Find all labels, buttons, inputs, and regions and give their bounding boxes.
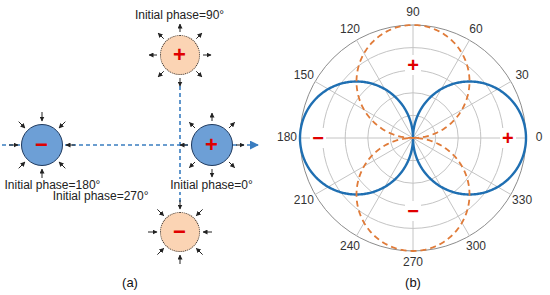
polar-plot	[300, 25, 526, 251]
angle-label: 120	[340, 23, 360, 36]
radiation-arrow	[212, 169, 213, 177]
radiation-arrow	[157, 209, 163, 215]
polarity-sign: −	[173, 221, 186, 243]
radiation-arrow	[180, 145, 188, 146]
radiation-arrow	[196, 33, 202, 39]
panel-label: (b)	[405, 276, 421, 290]
radiation-arrow	[59, 162, 65, 168]
radiation-arrow	[180, 200, 181, 209]
radiation-arrow	[9, 145, 18, 146]
phase-label: Initial phase=0°	[169, 179, 254, 193]
angle-label: 330	[512, 194, 532, 207]
angle-label: 270	[403, 256, 423, 269]
polarity-sign: −	[405, 201, 421, 221]
phase-label: Initial phase=90°	[134, 9, 225, 23]
radiation-arrow	[158, 71, 164, 77]
radiation-arrow	[42, 112, 43, 121]
radiation-arrow	[189, 162, 195, 168]
radiation-arrow	[203, 232, 212, 233]
source-circle: Initial phase=270°−	[160, 212, 200, 252]
radiation-arrows	[9, 24, 244, 264]
angle-label: 210	[294, 194, 314, 207]
angle-label: 300	[466, 240, 486, 253]
radiation-arrow	[229, 162, 235, 168]
radiation-arrow	[180, 255, 181, 264]
phase-label: Initial phase=270°	[52, 190, 150, 204]
radiation-arrow	[157, 248, 163, 254]
source-circle: Initial phase=90°+	[160, 35, 200, 75]
polarity-sign: −	[310, 128, 326, 148]
radiation-arrow	[203, 55, 211, 56]
radiation-arrow	[59, 122, 65, 128]
radiation-arrow	[158, 33, 164, 39]
polarity-sign: +	[173, 44, 186, 66]
angle-label: 150	[294, 69, 314, 82]
panel-label: (a)	[122, 276, 138, 290]
radiation-arrow	[19, 162, 25, 168]
polar-ring	[300, 25, 526, 251]
polarity-sign: +	[500, 128, 516, 148]
polarity-sign: +	[405, 55, 421, 75]
radiation-arrow	[196, 248, 202, 254]
radiation-arrow	[42, 169, 43, 178]
radiation-arrow	[196, 209, 202, 215]
polarity-sign: +	[205, 134, 218, 156]
radiation-arrow	[149, 55, 157, 56]
radiation-arrow	[196, 71, 202, 77]
radiation-arrow	[236, 145, 244, 146]
radiation-arrow	[189, 122, 195, 128]
radiation-arrow	[229, 122, 235, 128]
sin-pattern	[357, 25, 470, 251]
angle-label: 180	[277, 131, 297, 144]
angle-label: 30	[515, 69, 528, 82]
polarity-sign: −	[35, 134, 48, 156]
radiation-arrow	[212, 113, 213, 121]
polar-spoke	[413, 82, 511, 139]
radiation-arrow	[180, 78, 181, 86]
polar-spoke	[413, 138, 414, 251]
source-circle: −Initial phase=180°	[21, 124, 63, 166]
axes	[2, 86, 258, 203]
polar-spoke	[413, 25, 414, 138]
radiation-arrow	[180, 24, 181, 32]
source-circle: +Initial phase=0°	[191, 124, 233, 166]
angle-label: 0	[536, 131, 543, 144]
radiation-arrow	[19, 122, 25, 128]
radiation-arrow	[148, 232, 157, 233]
angle-label: 60	[469, 23, 482, 36]
radiation-arrow	[66, 145, 75, 146]
angle-label: 90	[406, 6, 419, 19]
angle-label: 240	[340, 240, 360, 253]
